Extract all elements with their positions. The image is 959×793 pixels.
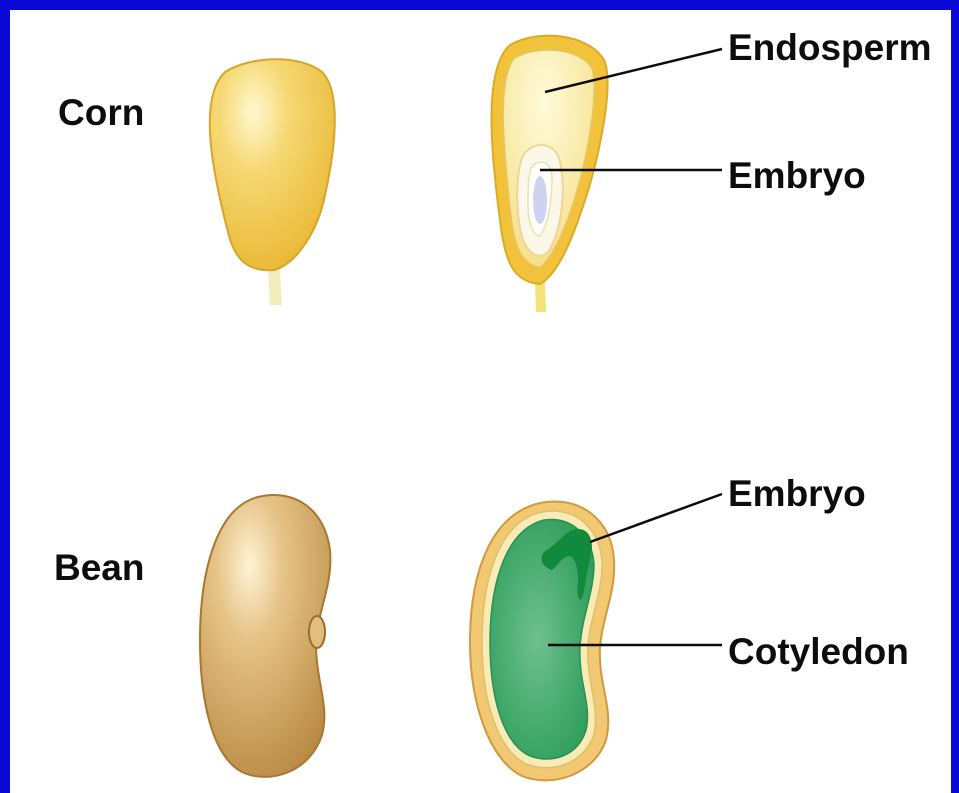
label-bean-embryo: Embryo <box>728 473 866 514</box>
row-label-corn: Corn <box>58 92 144 133</box>
label-cotyledon: Cotyledon <box>728 631 909 672</box>
bean-whole-seed <box>200 495 330 777</box>
label-endosperm: Endosperm <box>728 27 932 68</box>
callout-line-bean-embryo <box>590 494 722 542</box>
corn-whole-seed <box>210 59 335 305</box>
bean-hilum-shape <box>309 616 325 648</box>
bean-cross-section <box>470 502 614 781</box>
label-corn-embryo: Embryo <box>728 155 866 196</box>
row-label-bean: Bean <box>54 547 144 588</box>
corn-cross-section <box>492 36 608 312</box>
